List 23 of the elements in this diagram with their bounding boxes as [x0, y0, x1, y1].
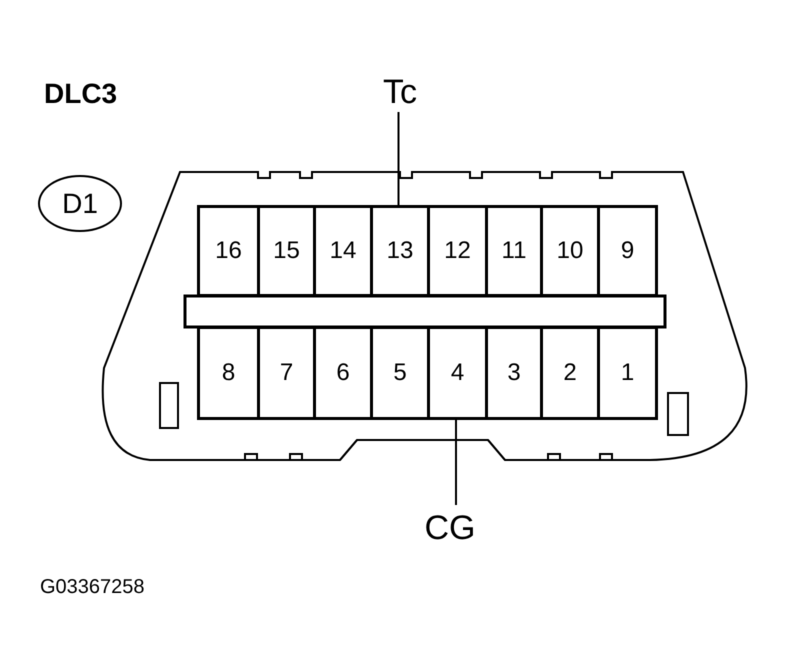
connector-code-oval: D1 [38, 175, 122, 232]
pin-cell: 7 [257, 326, 316, 420]
pin-cell: 15 [257, 205, 316, 297]
pin-cell: 9 [597, 205, 658, 297]
pin-cell: 13 [370, 205, 430, 297]
pin-cell: 6 [313, 326, 373, 420]
pin-cell: 5 [370, 326, 430, 420]
pin-cell: 14 [313, 205, 373, 297]
pin-cell: 3 [485, 326, 543, 420]
pin-cell: 4 [427, 326, 488, 420]
diagram-title: DLC3 [44, 80, 118, 108]
leader-line [455, 420, 457, 505]
pin-label: CG [412, 505, 488, 551]
pin-label: Tc [370, 72, 430, 112]
pin-cell: 16 [197, 205, 260, 297]
pin-cell: 1 [597, 326, 658, 420]
figure-code: G03367258 [40, 575, 145, 600]
pin-cell: 2 [540, 326, 600, 420]
pin-cell: 12 [427, 205, 488, 297]
pin-cell: 10 [540, 205, 600, 297]
pin-cell: 11 [485, 205, 543, 297]
pin-cell: 8 [197, 326, 260, 420]
leader-line [398, 112, 400, 205]
